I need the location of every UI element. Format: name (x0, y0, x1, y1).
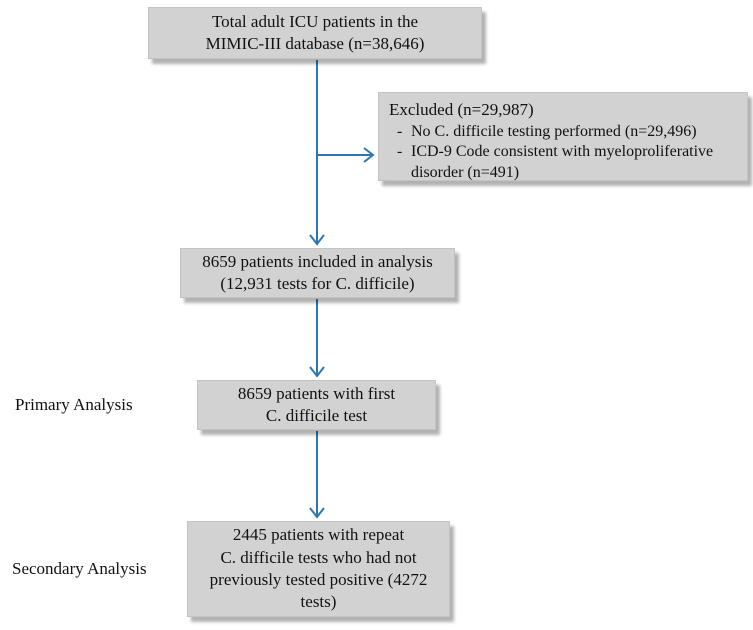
bullet-text: ICD-9 Code consistent with myeloprolifer… (411, 143, 714, 181)
bullet-text: No C. difficile testing performed (n=29,… (411, 122, 697, 140)
box-excluded: Excluded (n=29,987) - No C. difficile te… (378, 92, 748, 181)
label-secondary-analysis: Secondary Analysis (12, 559, 147, 578)
box-included-in-analysis: 8659 patients included in analysis (12,9… (180, 248, 455, 298)
excluded-bullet-item: - No C. difficile testing performed (n=2… (389, 122, 739, 142)
box-text-line: MIMIC-III database (n=38,646) (205, 34, 425, 53)
label-primary-analysis: Primary Analysis (15, 395, 133, 414)
arrow-included-to-primary-head (309, 366, 325, 378)
arrow-primary-to-secondary-head (309, 507, 325, 519)
bullet-dash: - (397, 122, 403, 140)
box-text-line: (12,931 tests for C. difficile) (220, 274, 415, 293)
box-text-line: 8659 patients included in analysis (202, 251, 433, 271)
arrow-total-to-included-head (309, 234, 325, 246)
box-text-line: 2445 patients with repeat (232, 525, 405, 545)
box-text-line: C. difficile test (265, 406, 368, 425)
arrow-branch-to-excluded-head (363, 147, 375, 163)
box-total-icu-patients: Total adult ICU patients in the MIMIC-II… (148, 7, 482, 59)
box-text-line: 8659 patients with first (237, 383, 396, 403)
box-primary-analysis: 8659 patients with first C. difficile te… (197, 380, 436, 430)
box-secondary-analysis: 2445 patients with repeat C. difficile t… (187, 521, 450, 617)
box-text-line: C. difficile tests who had not (220, 547, 417, 567)
excluded-bullet-item: - ICD-9 Code consistent with myeloprolif… (389, 142, 739, 183)
bullet-dash: - (397, 143, 403, 161)
box-text-line: tests) (300, 592, 337, 612)
box-text-line: previously tested positive (4272 (209, 570, 428, 589)
excluded-title: Excluded (n=29,987) (389, 100, 534, 119)
box-text-line: Total adult ICU patients in the (211, 11, 419, 31)
